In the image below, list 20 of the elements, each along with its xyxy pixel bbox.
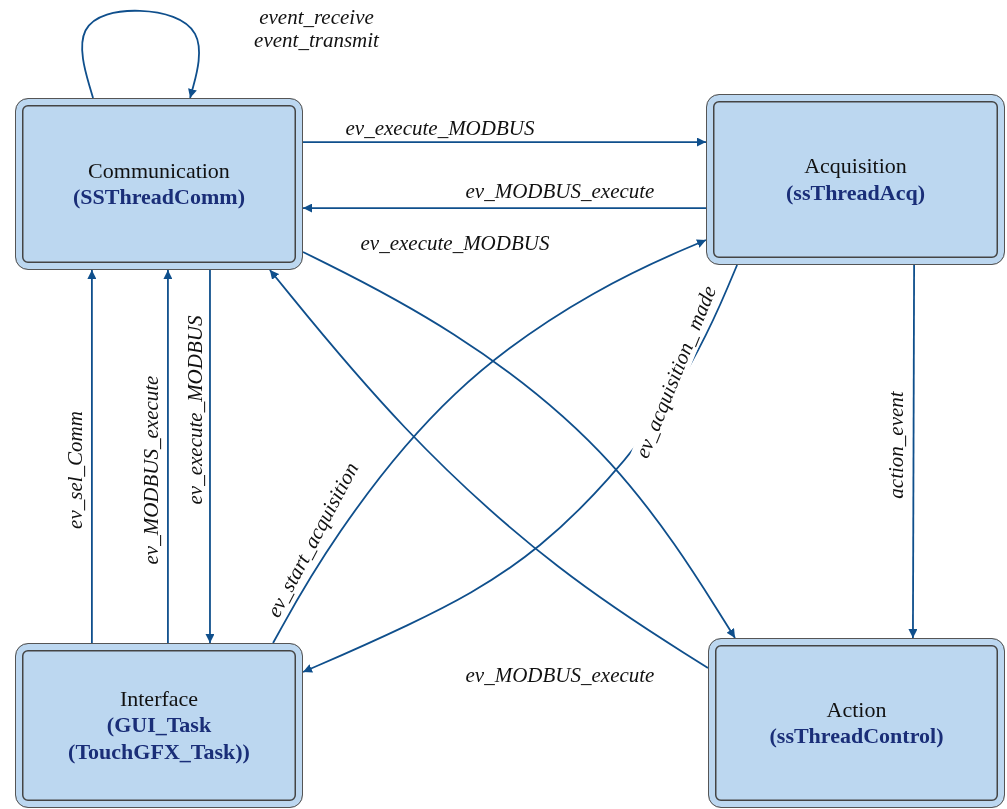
state-name: Communication (88, 157, 230, 184)
state-box (706, 94, 1005, 265)
edge-label: event_receive event_transmit (253, 6, 381, 53)
self-loop-arrow (81, 9, 200, 99)
arrow (205, 269, 215, 644)
state-name: Acquisition (804, 153, 907, 180)
thread-name: (GUI_Task (TouchGFX_Task)) (67, 712, 251, 766)
state-box (15, 643, 303, 808)
state-name: Action (826, 696, 887, 723)
thread-name: (ssThreadAcq) (786, 179, 925, 206)
thread-name: (SSThreadComm) (73, 184, 245, 211)
thread-name: (ssThreadControl) (769, 723, 944, 750)
arrow (302, 203, 707, 213)
arrow (908, 264, 918, 639)
arrow (302, 137, 707, 147)
arrow (87, 269, 97, 644)
state-box (15, 98, 303, 270)
arrow (163, 269, 173, 644)
state-name: Interface (119, 685, 199, 713)
state-box (708, 638, 1005, 808)
